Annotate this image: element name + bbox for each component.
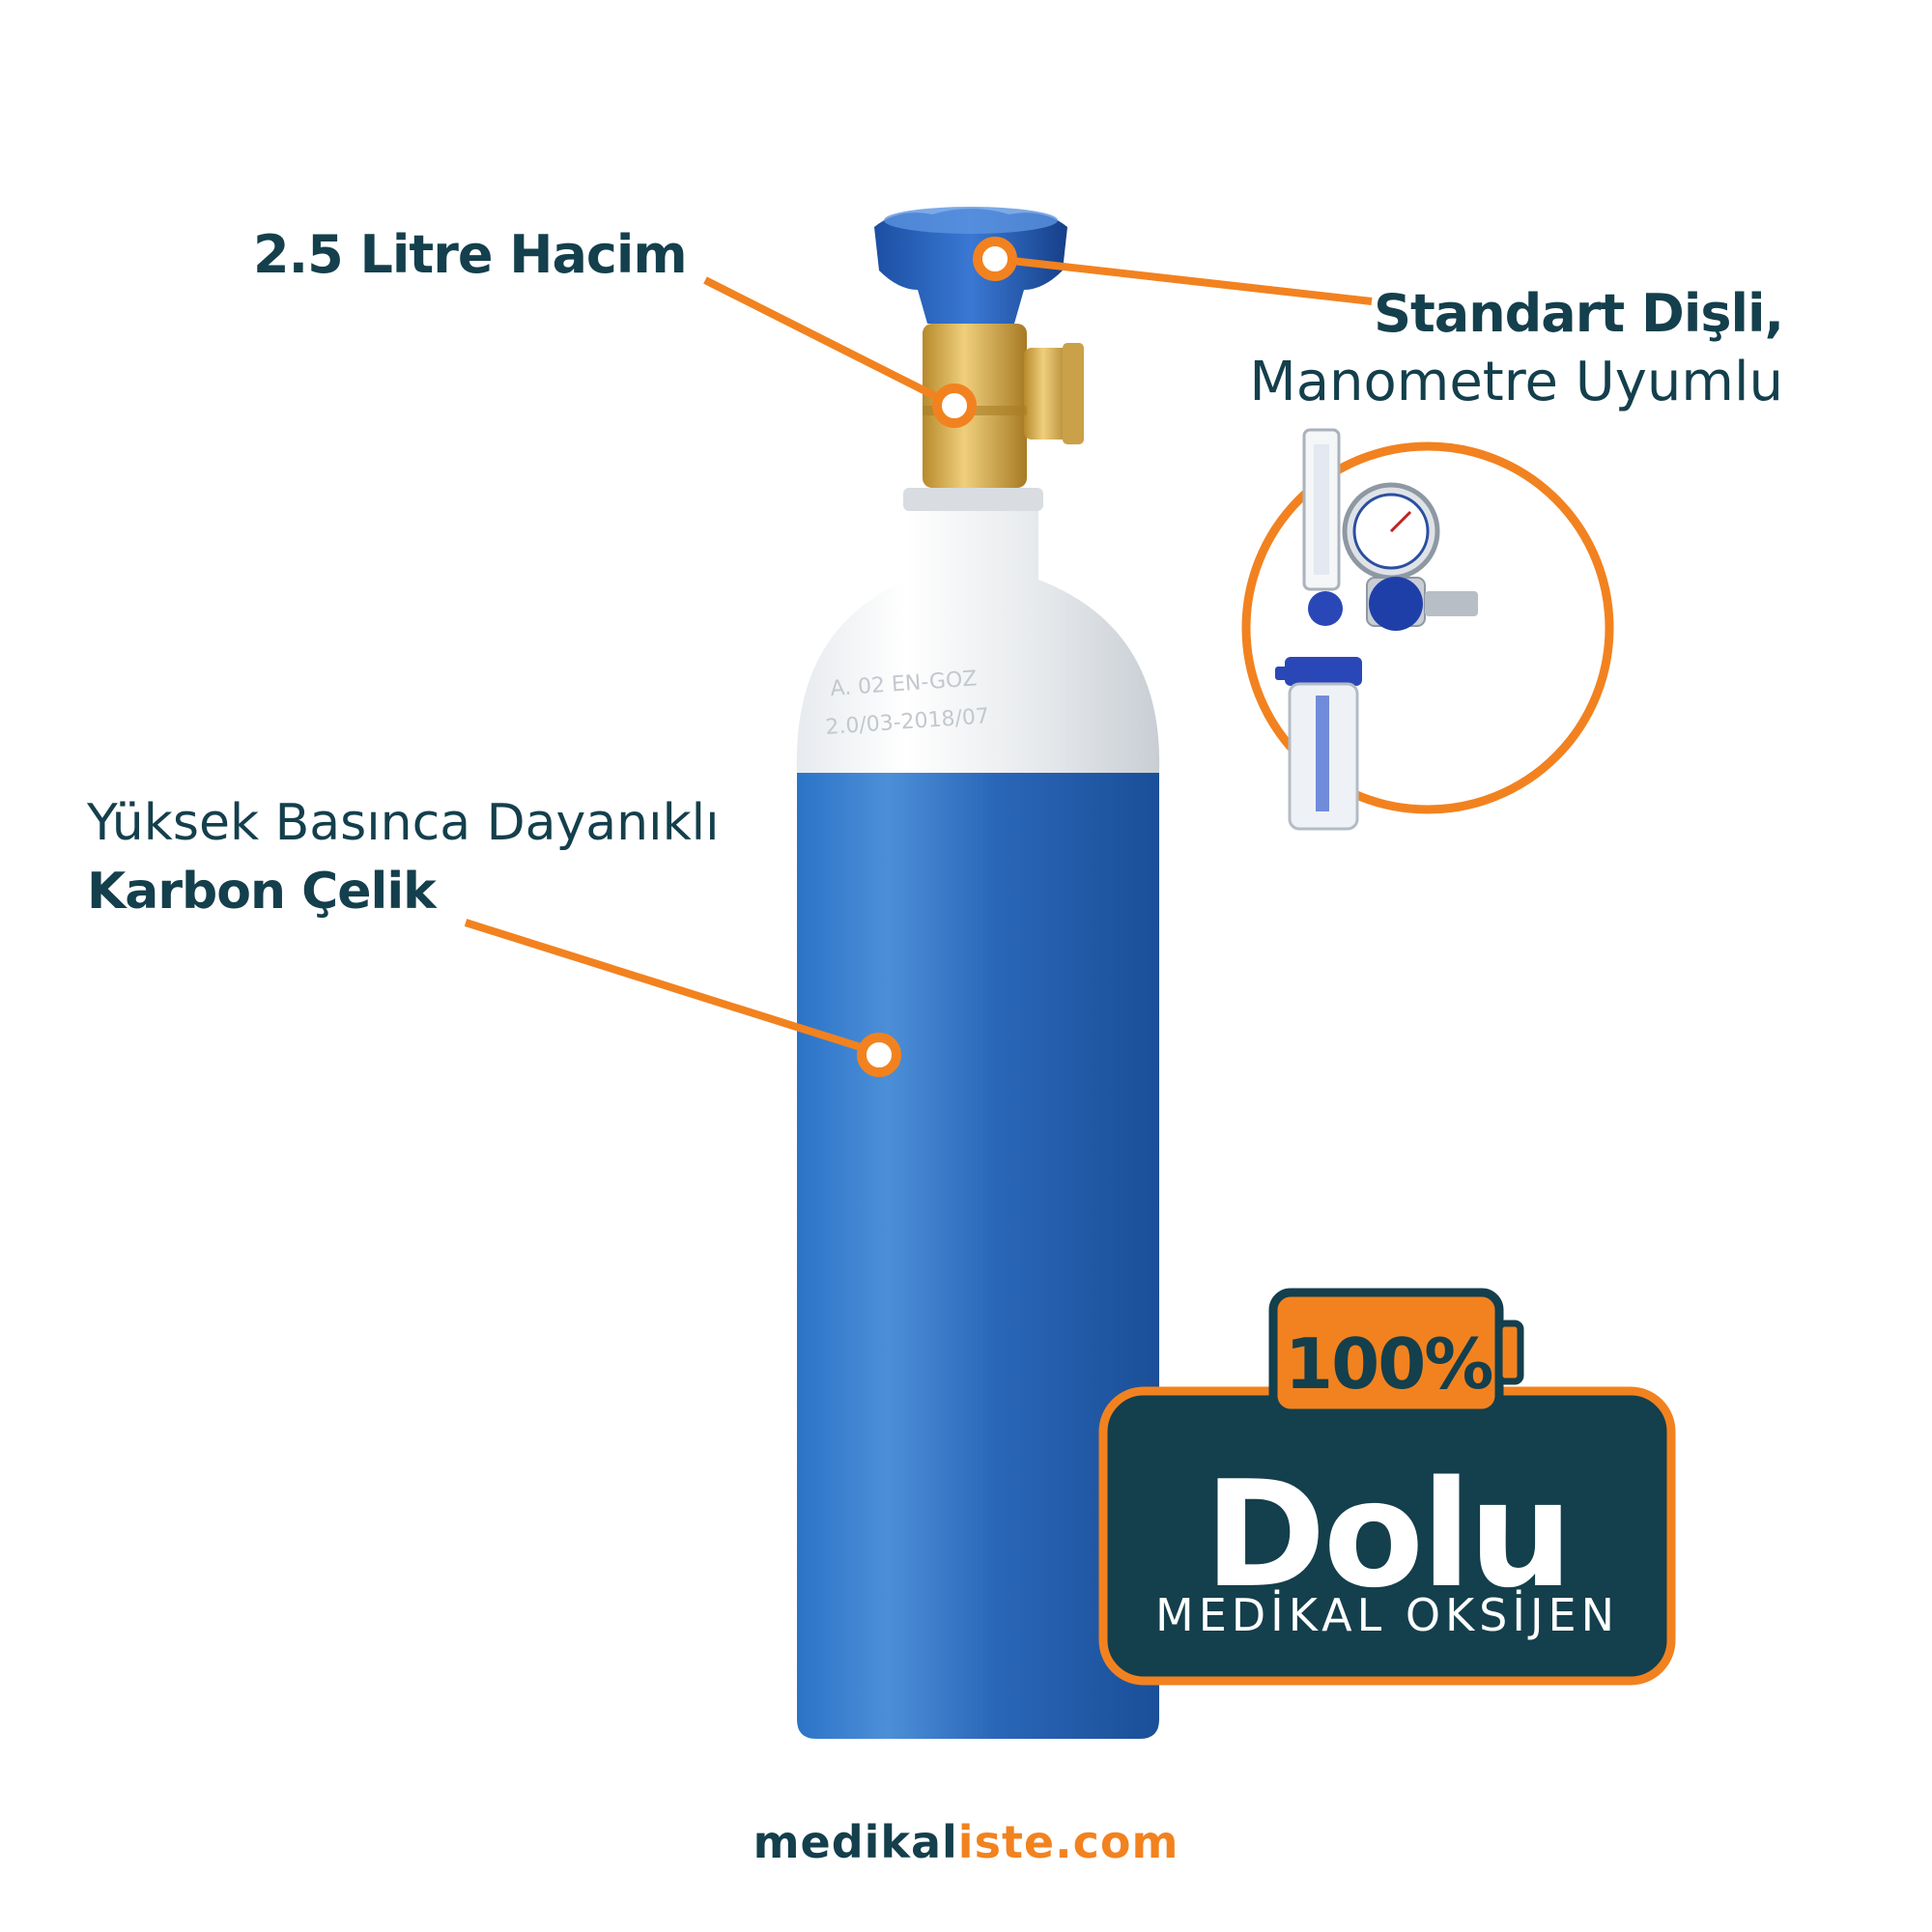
pressure-label: Yüksek Basınca Dayanıklı	[87, 794, 720, 852]
carbon-label: Karbon Çelik	[87, 863, 437, 921]
brand-url[interactable]: medikaliste.com	[0, 1816, 1932, 1868]
oxygen-cylinder-image: A. 02 EN-GOZ 2.0/03-2018/07	[796, 207, 1160, 1739]
manometer-label: Manometre Uyumlu	[1249, 351, 1783, 413]
regulator-flowmeter-image	[1241, 428, 1614, 831]
volume-label: 2.5 Litre Hacim	[253, 224, 688, 285]
thread-label: Standart Dişli,	[1374, 283, 1784, 344]
badge	[1098, 1288, 1676, 1686]
callout-dot-valve	[932, 384, 977, 428]
badge-title: Dolu	[1204, 1449, 1574, 1620]
badge-percent: 100%	[1285, 1323, 1493, 1405]
callout-lines	[464, 255, 1373, 1057]
callout-dot-body	[857, 1033, 901, 1077]
badge-subtitle: MEDİKAL OKSİJEN	[1155, 1589, 1619, 1641]
battery-icon	[1268, 1288, 1524, 1418]
callout-dot-knob	[973, 237, 1017, 281]
brand-prefix: medikal	[753, 1816, 958, 1868]
brand-suffix: iste.com	[957, 1816, 1179, 1868]
callout-dots	[857, 237, 1017, 1077]
